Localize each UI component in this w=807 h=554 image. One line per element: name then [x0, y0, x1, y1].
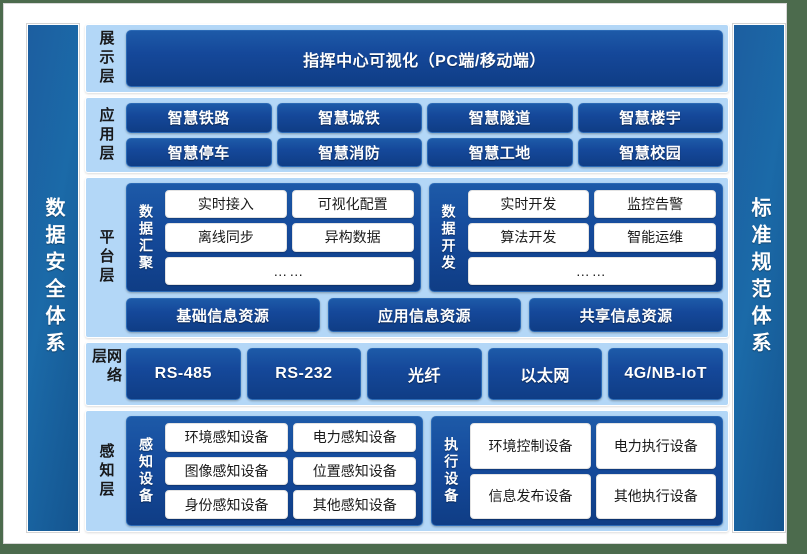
platform-cell-more[interactable]: ……	[467, 256, 716, 285]
platform-cell[interactable]: 实时开发	[467, 190, 590, 219]
perception-cell[interactable]: 其他执行设备	[595, 473, 716, 519]
platform-resource-item[interactable]: 共享信息资源	[529, 298, 724, 332]
platform-resource-item[interactable]: 基础信息资源	[126, 298, 320, 332]
platform-cell[interactable]: 算法开发	[467, 223, 590, 252]
perception-cell[interactable]: 信息发布设备	[470, 473, 591, 519]
network-item[interactable]: 4G/NB-IoT	[608, 348, 723, 400]
layer-platform: 平台层 数据汇聚 实时接入 可视化配置 离线同步 异构数据	[85, 177, 729, 338]
application-item[interactable]: 智慧校园	[577, 137, 723, 167]
layer-presentation-body: 指挥中心可视化（PC端/移动端）	[126, 30, 723, 87]
layer-application-body: 智慧铁路 智慧城铁 智慧隧道 智慧楼宇 智慧停车 智慧消防 智慧工地 智慧校园	[126, 103, 723, 167]
application-item[interactable]: 智慧铁路	[126, 103, 272, 133]
application-item[interactable]: 智慧消防	[276, 137, 422, 167]
platform-resources: 基础信息资源 应用信息资源 共享信息资源	[126, 298, 724, 332]
presentation-banner[interactable]: 指挥中心可视化（PC端/移动端）	[126, 30, 723, 87]
perception-group-sensing-devices: 感知设备 环境感知设备 电力感知设备 图像感知设备 位置感知设备 身份感知设备 …	[126, 416, 424, 526]
network-item[interactable]: RS-232	[246, 348, 362, 400]
application-item[interactable]: 智慧楼宇	[577, 103, 723, 133]
platform-cell[interactable]: 实时接入	[165, 190, 287, 219]
pillar-standards: 标准规范体系	[733, 24, 785, 532]
application-item[interactable]: 智慧工地	[427, 137, 573, 167]
platform-resource-item[interactable]: 应用信息资源	[327, 298, 522, 332]
perception-cell[interactable]: 环境感知设备	[165, 423, 289, 452]
application-grid: 智慧铁路 智慧城铁 智慧隧道 智慧楼宇 智慧停车 智慧消防 智慧工地 智慧校园	[126, 103, 723, 167]
platform-group-title: 数据开发	[440, 203, 457, 272]
network-item[interactable]: 以太网	[487, 348, 603, 400]
layer-perception-body: 感知设备 环境感知设备 电力感知设备 图像感知设备 位置感知设备 身份感知设备 …	[126, 416, 723, 526]
network-item[interactable]: 光纤	[367, 348, 482, 400]
perception-group-title: 感知设备	[138, 437, 154, 505]
platform-cell[interactable]: 智能运维	[594, 223, 716, 252]
layer-platform-name: 平台层	[97, 229, 115, 286]
perception-cell[interactable]: 其他感知设备	[293, 490, 417, 519]
platform-group-data-aggregation: 数据汇聚 实时接入 可视化配置 离线同步 异构数据 ……	[126, 183, 421, 292]
platform-cell-more[interactable]: ……	[165, 256, 414, 285]
perception-cell[interactable]: 图像感知设备	[165, 456, 289, 486]
perception-cell[interactable]: 环境控制设备	[470, 423, 591, 469]
layer-presentation: 展示层 指挥中心可视化（PC端/移动端）	[85, 24, 729, 93]
perception-group-title: 执行设备	[443, 437, 460, 505]
layer-stack: 展示层 指挥中心可视化（PC端/移动端） 应用层 智慧铁路 智慧城铁 智慧隧道 …	[85, 24, 729, 532]
platform-group-cells: 实时开发 监控告警 算法开发 智能运维 ……	[467, 190, 716, 285]
layer-presentation-name: 展示层	[97, 30, 115, 87]
pillar-left-label: 数据安全体系	[42, 197, 64, 359]
perception-cell[interactable]: 位置感知设备	[293, 456, 417, 486]
application-item[interactable]: 智慧城铁	[276, 103, 422, 133]
layer-perception: 感知层 感知设备 环境感知设备 电力感知设备 图像感知设备 位置感知设备 身份感…	[85, 410, 729, 532]
platform-group-cells: 实时接入 可视化配置 离线同步 异构数据 ……	[165, 190, 414, 285]
perception-cell[interactable]: 电力执行设备	[595, 423, 716, 469]
layer-perception-name: 感知层	[97, 442, 115, 500]
layer-platform-body: 数据汇聚 实时接入 可视化配置 离线同步 异构数据 …… 数	[126, 183, 724, 332]
platform-cell[interactable]: 异构数据	[291, 223, 414, 252]
perception-group-cells: 环境控制设备 电力执行设备 信息发布设备 其他执行设备	[470, 423, 716, 519]
layer-network-body: RS-485 RS-232 光纤 以太网 4G/NB-IoT	[126, 348, 723, 400]
perception-group-cells: 环境感知设备 电力感知设备 图像感知设备 位置感知设备 身份感知设备 其他感知设…	[165, 423, 417, 519]
perception-cell[interactable]: 身份感知设备	[165, 490, 289, 519]
platform-cell[interactable]: 可视化配置	[291, 190, 414, 219]
perception-cell[interactable]: 电力感知设备	[293, 423, 417, 452]
layer-network-name: 网络层	[90, 348, 122, 386]
platform-cell[interactable]: 离线同步	[165, 223, 287, 252]
application-item[interactable]: 智慧停车	[126, 137, 272, 167]
layer-network: 网络层 RS-485 RS-232 光纤 以太网 4G/NB-IoT	[85, 342, 729, 406]
network-items: RS-485 RS-232 光纤 以太网 4G/NB-IoT	[126, 348, 723, 400]
pillar-data-security: 数据安全体系	[27, 24, 79, 532]
diagram-canvas: 数据安全体系 标准规范体系 展示层 指挥中心可视化（PC端/移动端） 应用层 智…	[3, 3, 787, 544]
perception-group-actuating-devices: 执行设备 环境控制设备 电力执行设备 信息发布设备 其他执行设备	[431, 416, 723, 526]
network-item[interactable]: RS-485	[126, 348, 241, 400]
application-item[interactable]: 智慧隧道	[427, 103, 573, 133]
platform-group-title: 数据汇聚	[138, 203, 154, 272]
layer-application: 应用层 智慧铁路 智慧城铁 智慧隧道 智慧楼宇 智慧停车 智慧消防 智慧工地 智…	[85, 97, 729, 173]
platform-cell[interactable]: 监控告警	[594, 190, 716, 219]
platform-groups: 数据汇聚 实时接入 可视化配置 离线同步 异构数据 …… 数	[126, 183, 723, 292]
pillar-right-label: 标准规范体系	[748, 197, 770, 359]
layer-application-name: 应用层	[97, 106, 115, 164]
platform-group-data-development: 数据开发 实时开发 监控告警 算法开发 智能运维 ……	[428, 183, 723, 292]
